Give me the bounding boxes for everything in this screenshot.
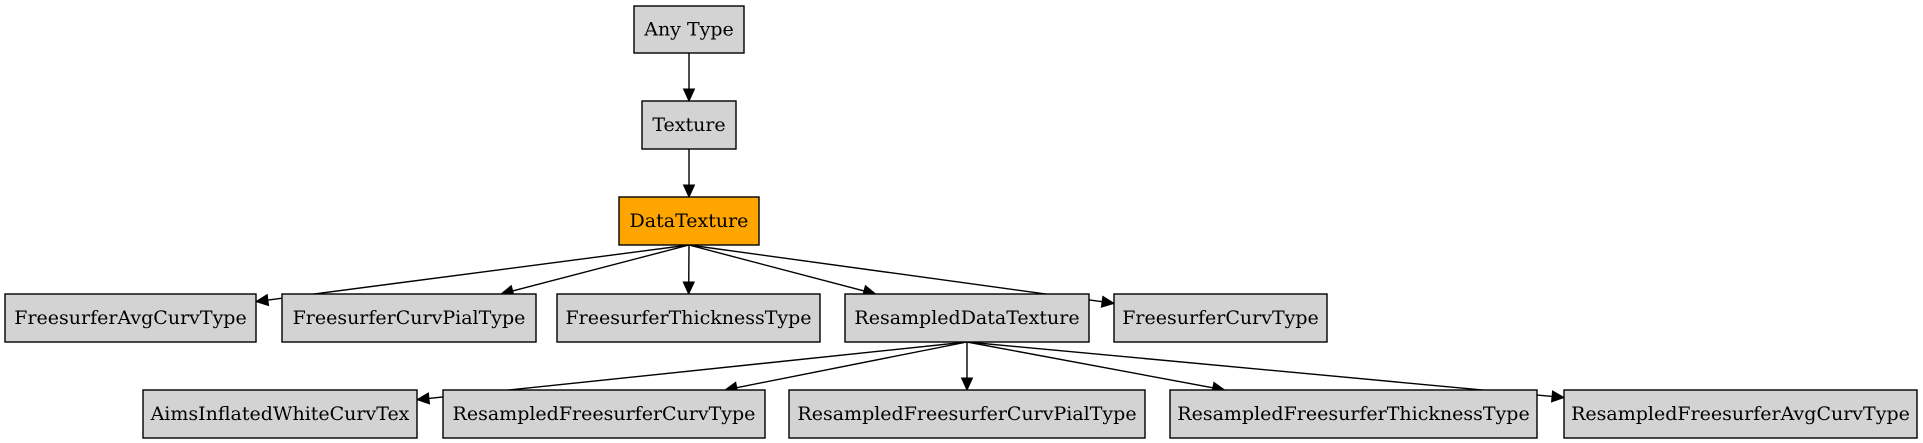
- edge-data-texture-to-resampled-data-texture: [688, 244, 865, 292]
- arrowhead-texture-to-data-texture: [682, 184, 696, 199]
- node-box-freesurfer-avg-curv-type: [4, 293, 257, 343]
- node-label-resampled-data-texture: ResampledDataTexture: [854, 307, 1079, 329]
- edge-resampled-data-texture-to-aims-inflated-white-curv-tex: [428, 341, 968, 400]
- node-label-resampled-freesurfer-curv-pial-type: ResampledFreesurferCurvPialType: [797, 403, 1136, 425]
- edge-resampled-data-texture-to-resampled-freesurfer-curv-type: [736, 341, 968, 389]
- node-label-freesurfer-avg-curv-type: FreesurferAvgCurvType: [14, 307, 246, 329]
- node-box-aims-inflated-white-curv-tex: [142, 389, 418, 439]
- node-freesurfer-curv-type: FreesurferCurvType: [1113, 293, 1328, 343]
- node-label-resampled-freesurfer-avg-curv-type: ResampledFreesurferAvgCurvType: [1571, 403, 1910, 425]
- arrowhead-resampled-data-texture-to-resampled-freesurfer-curv-pial-type: [960, 377, 974, 392]
- node-label-freesurfer-curv-pial-type: FreesurferCurvPialType: [293, 307, 526, 329]
- node-box-data-texture: [618, 196, 760, 246]
- arrowhead-data-texture-to-freesurfer-curv-type: [1100, 295, 1116, 308]
- node-box-freesurfer-thickness-type: [556, 293, 821, 343]
- node-box-resampled-data-texture: [844, 293, 1090, 343]
- node-texture: Texture: [641, 100, 737, 150]
- nodes-layer: Any TypeTextureDataTextureFreesurferAvgC…: [4, 5, 1918, 439]
- node-label-any-type: Any Type: [643, 19, 734, 41]
- node-label-freesurfer-thickness-type: FreesurferThicknessType: [565, 307, 811, 329]
- arrowhead-data-texture-to-freesurfer-avg-curv-type: [254, 293, 270, 307]
- node-box-resampled-freesurfer-curv-type: [442, 389, 766, 439]
- arrowhead-any-type-to-texture: [682, 88, 696, 103]
- node-label-aims-inflated-white-curv-tex: AimsInflatedWhiteCurvTex: [150, 403, 410, 425]
- node-resampled-freesurfer-avg-curv-type: ResampledFreesurferAvgCurvType: [1563, 389, 1918, 439]
- arrowhead-resampled-data-texture-to-aims-inflated-white-curv-tex: [415, 392, 431, 405]
- edge-data-texture-to-freesurfer-curv-type: [688, 244, 1103, 303]
- node-resampled-freesurfer-thickness-type: ResampledFreesurferThicknessType: [1169, 389, 1538, 439]
- node-box-resampled-freesurfer-thickness-type: [1169, 389, 1538, 439]
- node-box-freesurfer-curv-type: [1113, 293, 1328, 343]
- arrowhead-resampled-data-texture-to-resampled-freesurfer-avg-curv-type: [1550, 390, 1566, 403]
- node-resampled-freesurfer-curv-type: ResampledFreesurferCurvType: [442, 389, 766, 439]
- node-data-texture: DataTexture: [618, 196, 760, 246]
- node-label-freesurfer-curv-type: FreesurferCurvType: [1122, 307, 1319, 329]
- edges-layer: [254, 53, 1566, 405]
- node-aims-inflated-white-curv-tex: AimsInflatedWhiteCurvTex: [142, 389, 418, 439]
- node-label-texture: Texture: [652, 114, 725, 136]
- node-box-any-type: [633, 5, 745, 54]
- node-freesurfer-thickness-type: FreesurferThicknessType: [556, 293, 821, 343]
- node-box-resampled-freesurfer-curv-pial-type: [788, 389, 1146, 439]
- node-box-freesurfer-curv-pial-type: [281, 293, 537, 343]
- edge-data-texture-to-freesurfer-curv-pial-type: [512, 244, 690, 292]
- node-freesurfer-curv-pial-type: FreesurferCurvPialType: [281, 293, 537, 343]
- node-label-data-texture: DataTexture: [630, 210, 749, 232]
- node-box-texture: [641, 100, 737, 150]
- node-label-resampled-freesurfer-thickness-type: ResampledFreesurferThicknessType: [1177, 403, 1529, 425]
- arrowhead-data-texture-to-freesurfer-thickness-type: [682, 281, 696, 296]
- node-box-resampled-freesurfer-avg-curv-type: [1563, 389, 1918, 439]
- node-label-resampled-freesurfer-curv-type: ResampledFreesurferCurvType: [453, 403, 756, 425]
- edge-resampled-data-texture-to-resampled-freesurfer-thickness-type: [966, 341, 1213, 389]
- edge-data-texture-to-freesurfer-avg-curv-type: [267, 244, 690, 301]
- node-resampled-freesurfer-curv-pial-type: ResampledFreesurferCurvPialType: [788, 389, 1146, 439]
- node-any-type: Any Type: [633, 5, 745, 54]
- node-freesurfer-avg-curv-type: FreesurferAvgCurvType: [4, 293, 257, 343]
- node-resampled-data-texture: ResampledDataTexture: [844, 293, 1090, 343]
- edge-resampled-data-texture-to-resampled-freesurfer-avg-curv-type: [966, 341, 1553, 398]
